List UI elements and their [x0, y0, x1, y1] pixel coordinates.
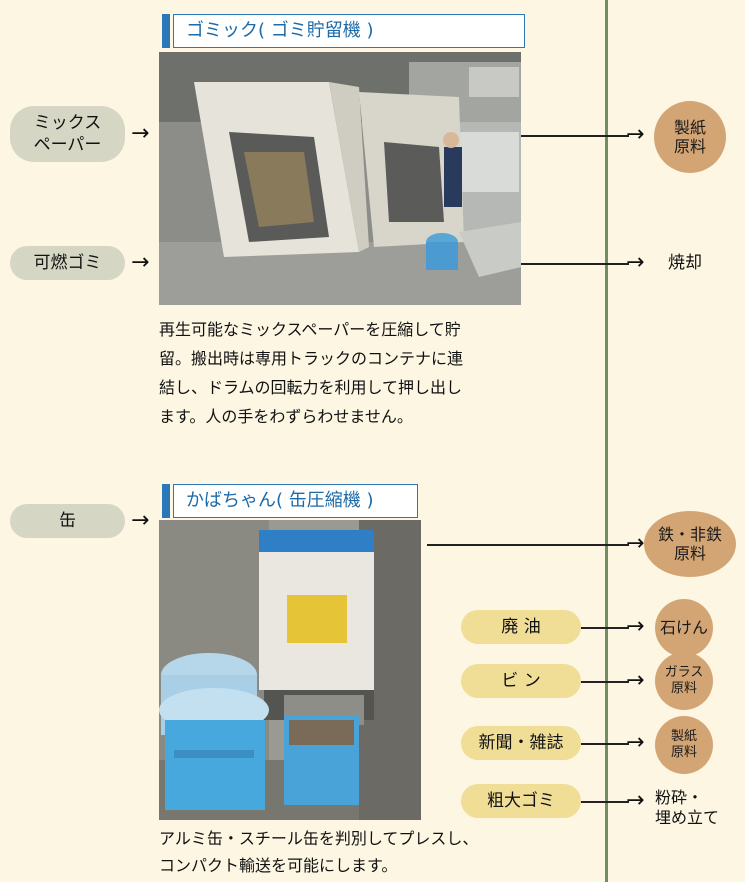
flow-line [581, 801, 629, 803]
paper-material-line2: 原料 [673, 137, 706, 156]
machine1-title: ゴミック( ゴミ貯留機 ) [186, 20, 374, 41]
mixed-paper-line1: ミックス [33, 113, 102, 133]
title-accent-bar [162, 483, 170, 518]
paper-material-2-line1: 製紙 [670, 729, 697, 745]
waste-oil-pill: 廃 油 [461, 610, 581, 644]
crushing-landfill-line2: 埋め立て [655, 808, 720, 827]
section-divider [605, 0, 608, 882]
bulky-waste-pill: 粗大ゴミ [461, 784, 581, 818]
arrow-icon: → [626, 250, 645, 275]
flow-line [521, 135, 629, 137]
title-accent-bar [162, 13, 170, 48]
machine1-title-box: ゴミック( ゴミ貯留機 ) [162, 13, 525, 48]
glass-material-line1: ガラス [664, 665, 704, 681]
machine1-photo [159, 52, 521, 305]
mixed-paper-pill: ミックス ペーパー [10, 106, 125, 162]
metal-material-line1: 鉄・非鉄 [657, 524, 722, 544]
metal-material-circle: 鉄・非鉄 原料 [644, 511, 736, 577]
mixed-paper-line2: ペーパー [33, 135, 102, 155]
arrow-icon: → [626, 668, 645, 693]
caption-line: アルミ缶・スチール缶を判別してプレスし、 [159, 829, 479, 848]
paper-material-line1: 製紙 [673, 117, 706, 137]
caption-line: 結し、ドラムの回転力を利用して押し出し [159, 378, 463, 397]
arrow-icon: → [131, 121, 150, 146]
newspapers-pill: 新聞・雑誌 [461, 726, 581, 760]
caption-line: 再生可能なミックスペーパーを圧縮して貯 [159, 320, 461, 339]
metal-material-line2: 原料 [673, 544, 706, 563]
cans-pill: 缶 [10, 504, 125, 538]
flow-line [427, 544, 629, 546]
paper-material-circle: 製紙 原料 [654, 101, 726, 173]
soap-label: 石けん [659, 618, 708, 638]
caption-line: コンパクト輸送を可能にします。 [159, 856, 398, 875]
flow-line [581, 681, 629, 683]
arrow-icon: → [626, 531, 645, 556]
arrow-icon: → [131, 508, 150, 533]
machine2-caption: アルミ缶・スチール缶を判別してプレスし、 コンパクト輸送を可能にします。 [159, 825, 539, 879]
incineration-label: 焼却 [668, 253, 702, 273]
machine1-caption: 再生可能なミックスペーパーを圧縮して貯 留。搬出時は専用トラックのコンテナに連 … [159, 315, 559, 431]
machine2-title-box: かばちゃん( 缶圧縮機 ) [162, 483, 418, 518]
arrow-icon: → [626, 614, 645, 639]
flow-line [581, 743, 629, 745]
machine2-title: かばちゃん( 缶圧縮機 ) [186, 490, 374, 511]
bottles-pill: ビ ン [461, 664, 581, 698]
crushing-landfill-line1: 粉砕・ [655, 788, 704, 807]
paper-material-2-circle: 製紙 原料 [655, 716, 713, 774]
flow-line [521, 263, 629, 265]
glass-material-line2: 原料 [670, 681, 697, 696]
burnable-pill: 可燃ゴミ [10, 246, 125, 280]
arrow-icon: → [131, 250, 150, 275]
caption-line: 留。搬出時は専用トラックのコンテナに連 [159, 349, 464, 368]
arrow-icon: → [626, 730, 645, 755]
soap-circle: 石けん [655, 599, 713, 657]
machine2-photo [159, 520, 421, 820]
caption-line: ます。人の手をわずらわせません。 [159, 407, 413, 426]
glass-material-circle: ガラス 原料 [655, 652, 713, 710]
flow-line [581, 627, 629, 629]
crushing-landfill-label: 粉砕・ 埋め立て [655, 788, 719, 828]
arrow-icon: → [626, 122, 645, 147]
paper-material-2-line2: 原料 [670, 745, 697, 760]
arrow-icon: → [626, 788, 645, 813]
